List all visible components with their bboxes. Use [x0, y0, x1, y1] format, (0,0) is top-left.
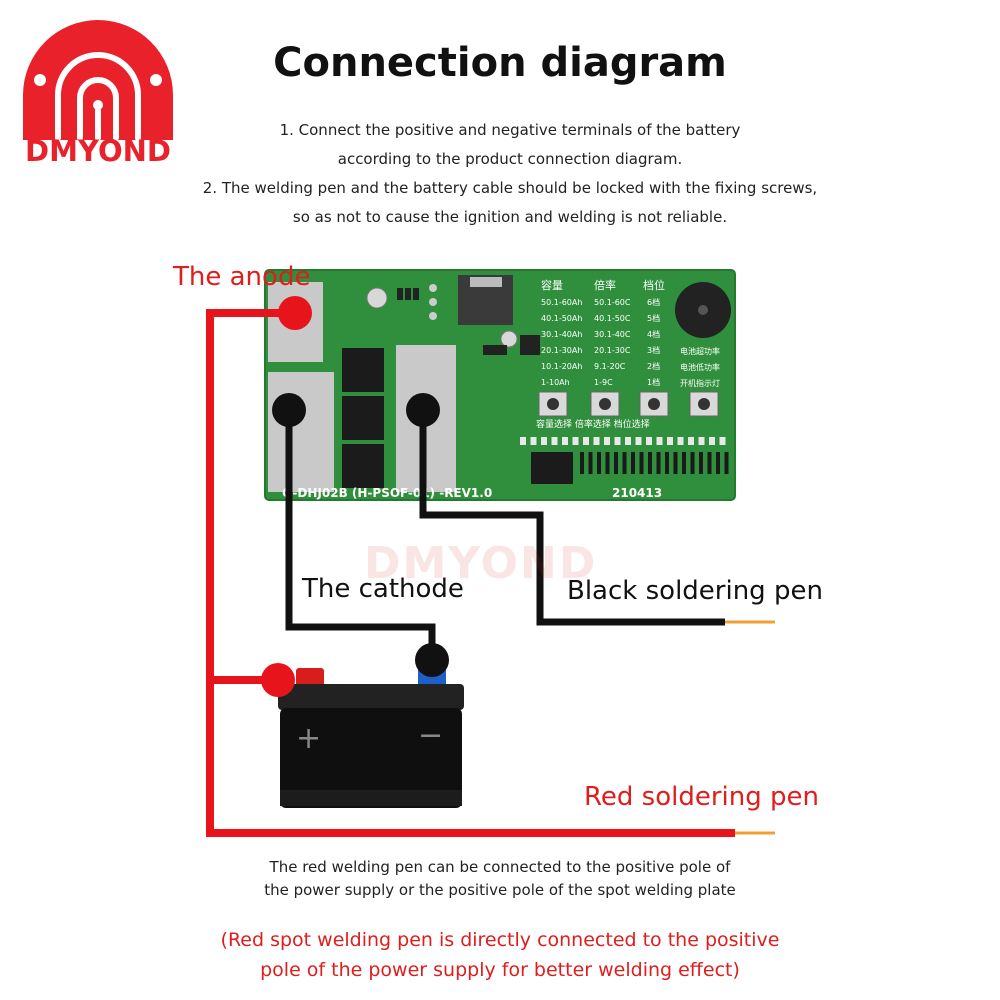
instruction-line-1: 1. Connect the positive and negative ter… — [279, 121, 741, 139]
board-spec-rate-4: 20.1-30C — [594, 346, 631, 355]
led — [667, 437, 673, 445]
led — [562, 437, 568, 445]
board-spec-rate-3: 30.1-40C — [594, 330, 631, 339]
battery-negative-dot — [415, 643, 449, 677]
led — [625, 437, 631, 445]
board-spec-rate-5: 9.1-20C — [594, 362, 626, 371]
cathode-label: The cathode — [302, 574, 464, 604]
led — [688, 437, 694, 445]
resistor — [631, 452, 635, 474]
page-title: Connection diagram — [273, 40, 727, 86]
instruction-line-4: so as not to cause the ignition and weld… — [292, 208, 728, 226]
led — [551, 437, 558, 445]
resistor — [580, 452, 584, 474]
battery-positive-dot — [261, 663, 295, 697]
led — [520, 437, 526, 445]
resistor — [682, 452, 686, 474]
led — [541, 437, 547, 445]
resistor — [597, 452, 601, 474]
buttons-caption: 容量选择 倍率选择 档位选择 — [536, 418, 650, 430]
resistor — [690, 452, 695, 474]
status-label-low: 电池低功率 — [680, 362, 720, 372]
resistor — [614, 452, 618, 474]
red-pen-label: Red soldering pen — [584, 782, 819, 812]
resistor — [588, 452, 593, 474]
board-spec-gear-3: 4档 — [647, 329, 660, 339]
red-note-line-1: (Red spot welding pen is directly connec… — [220, 929, 780, 951]
board-spec-gear-2: 5档 — [647, 313, 660, 323]
led — [530, 437, 537, 445]
cathode-pad — [268, 372, 334, 492]
anode-connection-dot — [278, 296, 312, 330]
rate-header: 倍率 — [594, 278, 616, 292]
led — [719, 437, 726, 445]
led — [572, 437, 579, 445]
led — [677, 437, 684, 445]
board-spec-capacity-1: 50.1-60Ah — [541, 298, 582, 307]
note-line-2: the power supply or the positive pole of… — [264, 881, 736, 899]
battery: + − — [278, 668, 464, 808]
led — [593, 437, 600, 445]
led — [635, 437, 642, 445]
led — [709, 437, 715, 445]
board-spec-gear-4: 3档 — [647, 345, 660, 355]
board-spec-capacity-3: 30.1-40Ah — [541, 330, 582, 339]
led — [604, 437, 610, 445]
resistor — [605, 452, 610, 474]
watermark: DMYOND — [364, 538, 598, 589]
resistor — [656, 452, 661, 474]
brand-name: DMYOND — [25, 134, 171, 168]
board-spec-rate-1: 50.1-60C — [594, 298, 631, 307]
note-line-1: The red welding pen can be connected to … — [269, 858, 731, 876]
black-pen-label: Black soldering pen — [567, 576, 823, 606]
board-spec-capacity-4: 20.1-30Ah — [541, 346, 582, 355]
resistor — [665, 452, 669, 474]
instructions: 1. Connect the positive and negative ter… — [200, 116, 820, 232]
anode-label: The anode — [173, 262, 311, 292]
note: The red welding pen can be connected to … — [180, 856, 820, 902]
capacity-header: 容量 — [541, 278, 563, 292]
resistor — [673, 452, 678, 474]
instruction-line-2: according to the product connection diag… — [337, 150, 683, 168]
pcb-board: 容量 倍率 档位 50.1-60Ah 40.1-50Ah 30.1-40Ah 20.1… — [264, 269, 736, 501]
pen-connection-dot — [406, 393, 440, 427]
gear-header: 档位 — [643, 278, 665, 292]
dmyond-logo — [23, 20, 173, 141]
board-spec-gear-1: 6档 — [647, 297, 660, 307]
status-label-power: 开机指示灯 — [680, 378, 720, 388]
board-date: 210413 — [612, 486, 662, 500]
board-spec-capacity-2: 40.1-50Ah — [541, 314, 582, 323]
board-spec-capacity-6: 1-10Ah — [541, 378, 570, 387]
rate-button — [590, 391, 620, 417]
led — [614, 437, 621, 445]
board-spec-gear-6: 1档 — [647, 377, 660, 387]
red-note-line-2: pole of the power supply for better weld… — [260, 959, 740, 981]
led — [656, 437, 663, 445]
resistor — [648, 452, 652, 474]
battery-minus: − — [418, 718, 443, 753]
instruction-line-3: 2. The welding pen and the battery cable… — [202, 179, 818, 197]
resistor — [716, 452, 720, 474]
board-spec-rate-2: 40.1-50C — [594, 314, 631, 323]
resistor — [639, 452, 644, 474]
battery-plus: + — [296, 721, 321, 756]
resistor — [622, 452, 627, 474]
status-label-over: 电池超功率 — [680, 346, 720, 356]
board-model: Q-DHJ02B (H-PSOF-01) -REV1.0 — [282, 486, 492, 500]
board-spec-rate-6: 1-9C — [594, 378, 613, 387]
led — [583, 437, 589, 445]
black-wire-pen — [419, 410, 725, 626]
resistor — [724, 452, 729, 474]
resistor — [707, 452, 712, 474]
led — [698, 437, 705, 445]
black-wire-cathode — [285, 410, 436, 658]
cathode-connection-dot — [272, 393, 306, 427]
resistor — [699, 452, 703, 474]
board-spec-gear-5: 2档 — [647, 361, 660, 371]
red-note: (Red spot welding pen is directly connec… — [160, 925, 840, 985]
led — [646, 437, 652, 445]
board-spec-capacity-5: 10.1-20Ah — [541, 362, 582, 371]
